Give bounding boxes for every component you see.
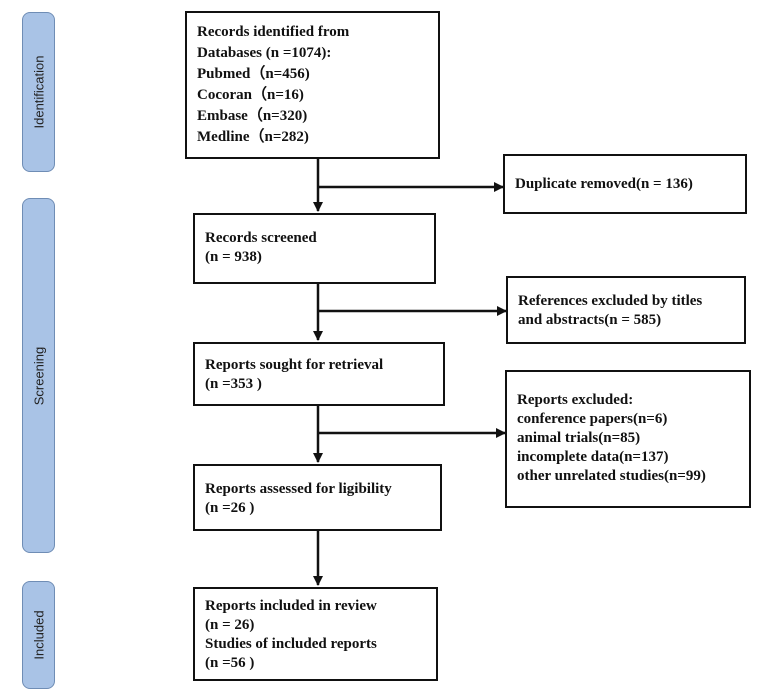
reports-included-box: Reports included in review (n = 26) Stud… bbox=[193, 587, 438, 681]
box-line: (n = 938) bbox=[205, 249, 262, 265]
box-line: Records screened bbox=[205, 230, 317, 246]
box-line: (n =26 ) bbox=[205, 500, 255, 516]
duplicate-removed-box: Duplicate removed(n = 136) bbox=[503, 154, 747, 214]
references-excluded-box: References excluded by titles and abstra… bbox=[506, 276, 746, 344]
box-line: Records identified from bbox=[197, 24, 350, 40]
phase-included: Included bbox=[22, 581, 55, 689]
box-line: animal trials(n=85) bbox=[517, 430, 641, 446]
box-line: Reports included in review bbox=[205, 598, 377, 614]
box-line: References excluded by titles bbox=[518, 293, 703, 309]
box-line: Databases (n =1074): bbox=[197, 45, 332, 61]
box-line: other unrelated studies(n=99) bbox=[517, 468, 706, 484]
box-line: Medline（n=282) bbox=[197, 129, 309, 145]
box-line: conference papers(n=6) bbox=[517, 411, 668, 427]
reports-sought-box: Reports sought for retrieval (n =353 ) bbox=[193, 342, 445, 406]
box-line: Duplicate removed(n = 136) bbox=[515, 176, 693, 192]
reports-assessed-box: Reports assessed for ligibility (n =26 ) bbox=[193, 464, 442, 531]
box-line: (n =353 ) bbox=[205, 376, 262, 392]
box-line: (n =56 ) bbox=[205, 655, 255, 671]
reports-excluded-box: Reports excluded: conference papers(n=6)… bbox=[505, 370, 751, 508]
box-line: Cocoran（n=16) bbox=[197, 87, 304, 103]
records-identified-box: Records identified from Databases (n =10… bbox=[185, 11, 440, 159]
phase-screening: Screening bbox=[22, 198, 55, 553]
phase-identification: Identification bbox=[22, 12, 55, 172]
box-line: Reports sought for retrieval bbox=[205, 357, 384, 373]
box-line: Embase（n=320) bbox=[197, 108, 308, 124]
box-line: Reports excluded: bbox=[517, 392, 634, 408]
phase-included-label: Included bbox=[31, 610, 46, 660]
box-line: (n = 26) bbox=[205, 617, 255, 633]
records-screened-box: Records screened (n = 938) bbox=[193, 213, 436, 284]
box-line: incomplete data(n=137) bbox=[517, 449, 669, 465]
box-line: Studies of included reports bbox=[205, 636, 377, 652]
box-line: and abstracts(n = 585) bbox=[518, 312, 662, 328]
box-line: Pubmed（n=456) bbox=[197, 66, 310, 82]
phase-identification-label: Identification bbox=[31, 55, 46, 129]
box-line: Reports assessed for ligibility bbox=[205, 481, 392, 497]
phase-screening-label: Screening bbox=[31, 346, 46, 405]
